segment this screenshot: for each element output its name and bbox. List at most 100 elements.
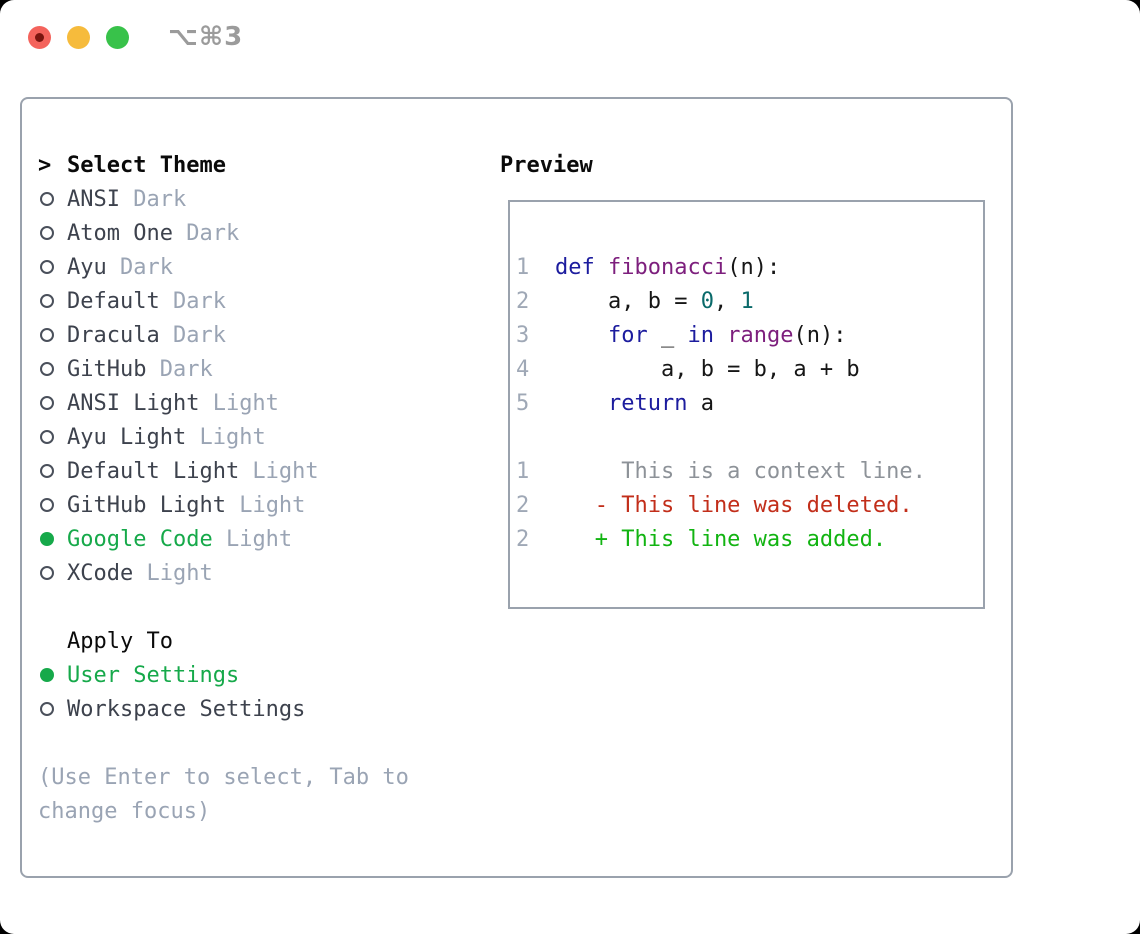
apply-to-heading-row: Apply To [38,624,500,658]
option-variant-label: Dark [159,288,226,314]
option-variant-label: Light [133,560,213,586]
code-token: + This line was added. [555,526,887,552]
theme-option[interactable]: XCode Light [38,556,500,590]
code-line: 2 a, b = 0, 1 [516,284,983,318]
option-variant-label: Light [225,492,306,518]
code-line: 3 for _ in range(n): [516,318,983,352]
help-text-line-1: (Use Enter to select, Tab to [38,764,409,790]
radio-icon [40,702,54,716]
minimize-button[interactable] [67,26,90,49]
theme-option[interactable]: Ayu Dark [38,250,500,284]
code-token: 0 [700,288,714,314]
code-token: (n): [727,254,781,280]
code-line: 4 a, b = b, a + b [516,352,983,386]
code-token [555,391,608,416]
theme-option[interactable]: Dracula Dark [38,318,500,352]
option-label: Dracula [67,322,160,348]
theme-option[interactable]: GitHub Dark [38,352,500,386]
option-label: Atom One [67,220,173,246]
line-number: 2 [516,492,530,518]
help-text-line-2: change focus) [38,798,211,824]
zoom-button[interactable] [106,26,129,49]
code-token [595,255,608,280]
option-variant-label: Light [199,390,279,416]
code-token: a, b = [555,288,701,314]
apply-to-heading: Apply To [67,628,173,654]
theme-option[interactable]: Atom One Dark [38,216,500,250]
line-number: 2 [516,288,530,314]
radio-icon [40,362,54,376]
option-label: Google Code [67,526,213,552]
theme-picker-heading: Select Theme [67,152,226,178]
theme-option[interactable]: ANSI Dark [38,182,500,216]
radio-icon [40,566,54,580]
radio-icon [40,396,54,410]
code-line [516,420,983,454]
option-variant-label: Light [212,526,293,552]
option-variant-label: Dark [106,254,173,280]
theme-option[interactable]: GitHub Light Light [38,488,500,522]
code-token [555,323,608,348]
apply-to-option[interactable]: Workspace Settings [38,692,500,726]
unsaved-dot-icon [35,33,44,42]
option-variant-label: Light [239,458,319,484]
code-token: def [555,254,595,280]
cursor-icon: > [38,152,52,178]
option-variant-label: Light [186,424,266,450]
theme-option[interactable]: Google Code Light [38,522,500,556]
radio-icon [40,328,54,342]
theme-option[interactable]: Default Dark [38,284,500,318]
theme-option[interactable]: Ayu Light Light [38,420,500,454]
code-token: (n): [793,322,847,348]
radio-icon [40,226,54,240]
option-label: GitHub [67,356,147,382]
radio-icon [40,498,54,512]
titlebar: ⌥⌘3 [0,0,1140,76]
code-token: a, b = b, a + b [555,356,860,382]
option-label: ANSI [67,186,120,212]
option-label: Default Light [67,458,240,484]
code-token: - This line was deleted. [555,492,913,518]
option-label: User Settings [67,662,240,688]
option-label: GitHub Light [67,492,226,518]
radio-icon [40,260,54,274]
code-line: 2 + This line was added. [516,522,983,556]
window-title: ⌥⌘3 [168,22,244,52]
code-line: 5 return a [516,386,983,420]
theme-picker-heading-row: > Select Theme [38,148,500,182]
code-line: 1 This is a context line. [516,454,983,488]
line-number: 1 [516,458,530,484]
close-button[interactable] [28,26,51,49]
code-token: in [687,322,714,348]
option-variant-label: Dark [172,220,240,246]
option-label: Workspace Settings [67,696,306,722]
radio-selected-icon [40,532,54,546]
code-token: fibonacci [608,254,728,280]
line-number: 5 [516,390,530,416]
code-token: a [687,390,714,416]
option-variant-label: Dark [159,322,226,348]
radio-icon [40,294,54,308]
code-token: _ [647,322,688,348]
option-label: Ayu Light [67,424,187,450]
option-label: Default [67,288,160,314]
preview-heading: Preview [500,152,593,178]
radio-icon [40,192,54,206]
spacer [38,590,500,624]
apply-to-option[interactable]: User Settings [38,658,500,692]
code-token: 1 [740,288,754,314]
theme-option[interactable]: ANSI Light Light [38,386,500,420]
theme-option[interactable]: Default Light Light [38,454,500,488]
line-number: 3 [516,322,530,348]
option-variant-label: Dark [146,356,213,382]
code-token: This is a context line. [555,458,926,484]
code-token: for [607,322,648,348]
code-line: 2 - This line was deleted. [516,488,983,522]
radio-icon [40,430,54,444]
